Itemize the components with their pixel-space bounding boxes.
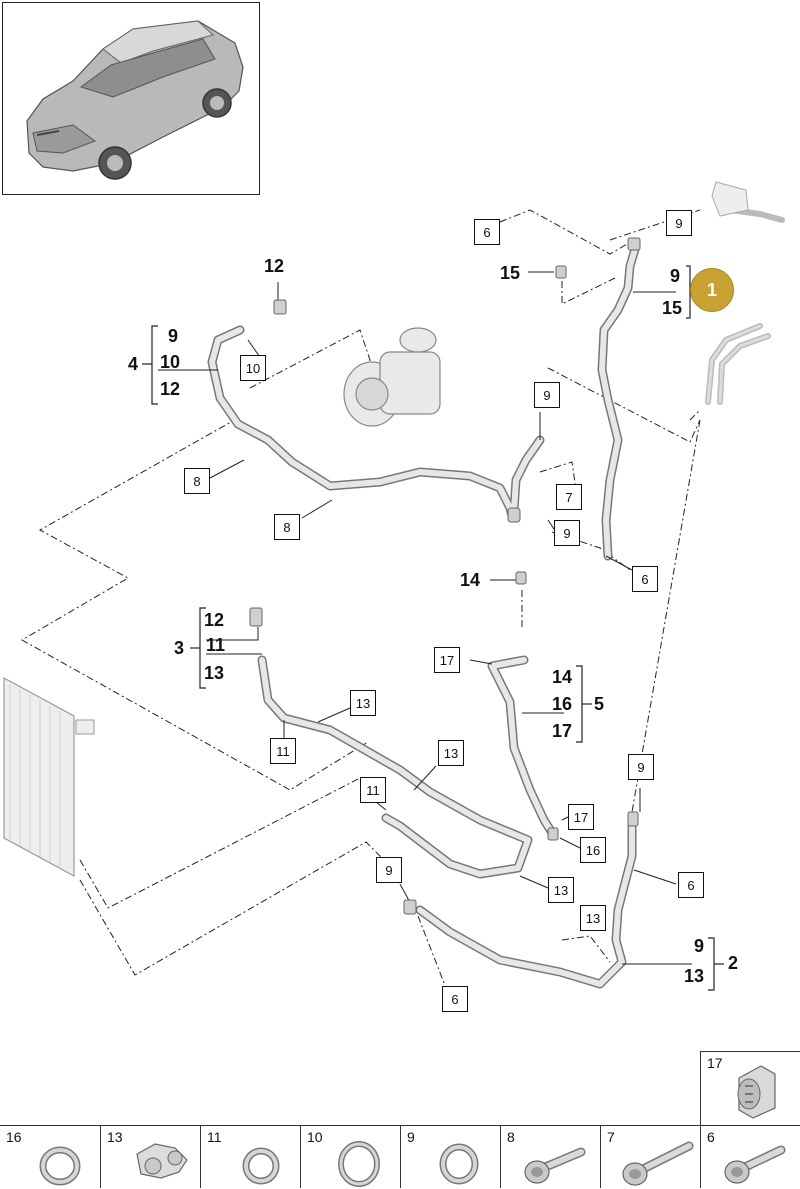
- legend-item-17[interactable]: 17: [700, 1051, 800, 1126]
- ring-seal-icon: [338, 1141, 380, 1187]
- legend-item-13[interactable]: 13: [100, 1125, 200, 1188]
- ring-seal-icon: [39, 1146, 81, 1186]
- valve-icon: [711, 181, 749, 217]
- part-number-12[interactable]: 12: [204, 610, 225, 630]
- callout-17[interactable]: 17: [434, 647, 460, 673]
- legend-number: 6: [707, 1129, 715, 1145]
- part-number-15[interactable]: 15: [500, 263, 521, 283]
- bolt-icon: [524, 1147, 586, 1184]
- callout-6[interactable]: 6: [442, 986, 468, 1012]
- compressor-icon: [343, 327, 441, 427]
- legend-item-6[interactable]: 6: [700, 1125, 800, 1188]
- bolt-icon: [622, 1141, 694, 1186]
- callout-9[interactable]: 9: [666, 210, 692, 236]
- assembly-number-4[interactable]: 4: [128, 354, 139, 374]
- assembly-number-5[interactable]: 5: [594, 694, 605, 714]
- callout-8[interactable]: 8: [184, 468, 210, 494]
- legend-item-7[interactable]: 7: [600, 1125, 700, 1188]
- clip-bracket-icon: [136, 1143, 188, 1179]
- legend-item-9[interactable]: 9: [400, 1125, 500, 1188]
- assembly-number-2[interactable]: 2: [728, 953, 739, 973]
- callout-6[interactable]: 6: [632, 566, 658, 592]
- cap-icon: [737, 1065, 776, 1119]
- part-number-11[interactable]: 11: [206, 635, 226, 655]
- legend-item-10[interactable]: 10: [300, 1125, 400, 1188]
- part-number-12[interactable]: 12: [160, 379, 181, 399]
- callout-13[interactable]: 13: [580, 905, 606, 931]
- legend-number: 11: [207, 1129, 222, 1145]
- callout-13[interactable]: 13: [438, 740, 464, 766]
- condenser-icon: [3, 676, 95, 878]
- callout-8[interactable]: 8: [274, 514, 300, 540]
- part-number-9[interactable]: 9: [694, 936, 705, 956]
- legend-number: 8: [507, 1129, 515, 1145]
- callout-9[interactable]: 9: [554, 520, 580, 546]
- legend-number: 7: [607, 1129, 615, 1145]
- bolt-icon: [724, 1145, 786, 1184]
- part-number-10[interactable]: 10: [160, 352, 181, 372]
- part-number-13[interactable]: 13: [684, 966, 705, 986]
- callout-10[interactable]: 10: [240, 355, 266, 381]
- ring-seal-icon: [242, 1147, 280, 1185]
- part-number-17[interactable]: 17: [552, 721, 573, 741]
- callout-6[interactable]: 6: [678, 872, 704, 898]
- callout-13[interactable]: 13: [350, 690, 376, 716]
- callout-6[interactable]: 6: [474, 219, 500, 245]
- legend-item-8[interactable]: 8: [500, 1125, 600, 1188]
- callout-9[interactable]: 9: [376, 857, 402, 883]
- part-number-13[interactable]: 13: [204, 663, 225, 683]
- legend-number: 17: [707, 1055, 723, 1071]
- part-number-15[interactable]: 15: [662, 298, 683, 318]
- vehicle-thumbnail: [2, 2, 260, 195]
- legend-number: 13: [107, 1129, 123, 1145]
- part-number-14[interactable]: 14: [552, 667, 573, 687]
- suv-icon: [26, 20, 244, 180]
- callout-16[interactable]: 16: [580, 837, 606, 863]
- callout-9[interactable]: 9: [628, 754, 654, 780]
- legend-number: 16: [6, 1129, 22, 1145]
- callout-11[interactable]: 11: [270, 738, 296, 764]
- legend-number: 10: [307, 1129, 323, 1145]
- callout-11[interactable]: 11: [360, 777, 386, 803]
- part-number-16[interactable]: 16: [552, 694, 573, 714]
- assembly-number-3[interactable]: 3: [174, 638, 185, 658]
- callout-17[interactable]: 17: [568, 804, 594, 830]
- callout-9[interactable]: 9: [534, 382, 560, 408]
- ring-seal-icon: [439, 1143, 479, 1185]
- part-number-9[interactable]: 9: [168, 326, 179, 346]
- part-number-14[interactable]: 14: [460, 570, 481, 590]
- callout-7[interactable]: 7: [556, 484, 582, 510]
- callout-13[interactable]: 13: [548, 877, 574, 903]
- highlight-badge[interactable]: 1: [690, 268, 734, 312]
- parts-legend: 16 13 11 10: [0, 1125, 800, 1188]
- legend-item-16[interactable]: 16: [0, 1125, 100, 1188]
- legend-item-11[interactable]: 11: [200, 1125, 300, 1188]
- part-number-12[interactable]: 12: [264, 256, 285, 276]
- part-number-9[interactable]: 9: [670, 266, 681, 286]
- legend-number: 9: [407, 1129, 415, 1145]
